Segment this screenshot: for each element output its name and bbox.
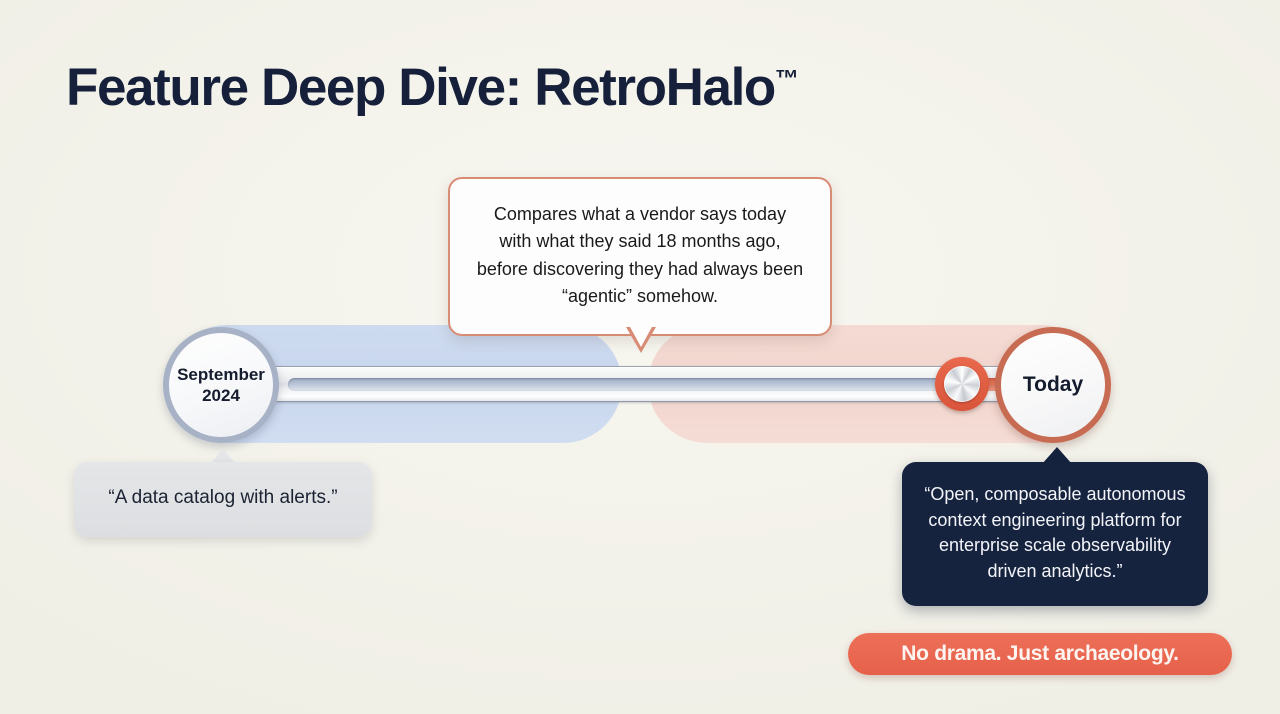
feature-callout-tail-fill — [629, 325, 653, 347]
feature-callout: Compares what a vendor says today with w… — [448, 177, 832, 337]
knob-metal-face — [944, 366, 980, 402]
page-title-text: Feature Deep Dive: RetroHalo — [66, 58, 776, 117]
past-quote-bubble: “A data catalog with alerts.” — [74, 462, 372, 537]
tagline-badge-text: No drama. Just archaeology. — [901, 642, 1179, 665]
timeline-slider-knob[interactable] — [935, 357, 989, 411]
tagline-badge: No drama. Just archaeology. — [848, 633, 1232, 675]
trademark-symbol: ™ — [774, 65, 799, 93]
present-quote-text: “Open, composable autonomous context eng… — [924, 484, 1186, 581]
past-quote-text: “A data catalog with alerts.” — [108, 487, 338, 508]
present-quote-tail — [1042, 447, 1072, 464]
timeline-node-past[interactable]: September 2024 — [163, 327, 279, 443]
timeline-node-today[interactable]: Today — [995, 327, 1111, 443]
past-quote-tail — [210, 449, 236, 464]
timeline-node-today-label: Today — [1022, 373, 1084, 396]
timeline-node-past-month: September — [177, 364, 265, 384]
page-title: Feature Deep Dive: RetroHalo™ — [66, 58, 799, 117]
present-quote-bubble: “Open, composable autonomous context eng… — [902, 462, 1208, 607]
timeline-node-past-year: 2024 — [202, 386, 240, 405]
feature-callout-text: Compares what a vendor says today with w… — [476, 204, 804, 307]
